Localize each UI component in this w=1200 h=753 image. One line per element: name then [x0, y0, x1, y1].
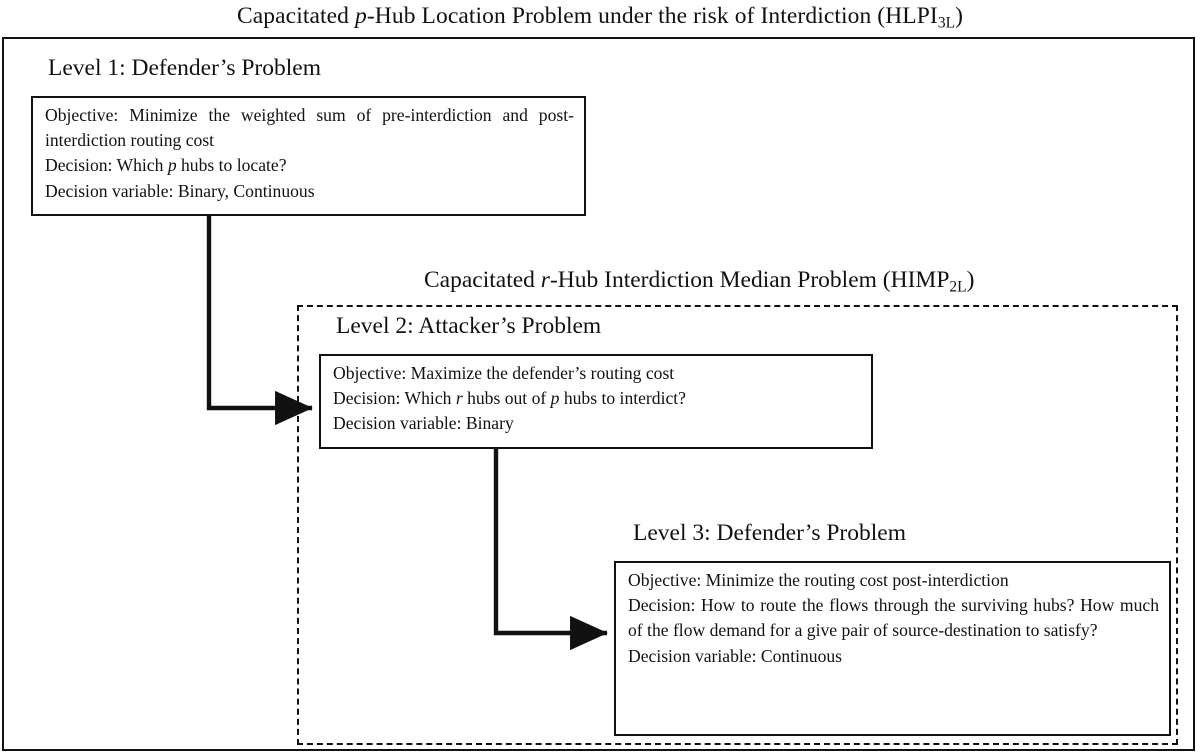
level-2-decision-symbol-p: p — [550, 388, 560, 409]
level-3-decision-variable: Decision variable: Continuous — [628, 645, 843, 666]
figure-title-symbol-p: p — [355, 3, 367, 29]
inner-dashed-frame-border — [297, 305, 1178, 745]
level-1-decision-pre: Decision: Which — [45, 155, 168, 176]
figure-title-tail: ) — [955, 3, 963, 29]
inner-frame-caption: Capacitated r-Hub Interdiction Median Pr… — [424, 265, 974, 302]
inner-caption-subscript: 2L — [949, 278, 967, 296]
level-2-decision-b: hubs out of — [462, 388, 551, 409]
level-2-heading: Level 2: Attacker’s Problem — [336, 313, 602, 339]
level-1-decision-symbol-p: p — [167, 155, 177, 176]
level-2-decision-a: Decision: Which — [333, 388, 456, 409]
inner-caption-before: Capacitated — [424, 267, 541, 293]
level-1-decision: Decision: Which p hubs to locate? — [45, 153, 574, 178]
level-2-decision-variable: Decision variable: Binary — [333, 413, 514, 434]
level-1-objective: Objective: Minimize the weighted sum of … — [45, 105, 574, 151]
level-2-decision: Decision: Which r hubs out of p hubs to … — [333, 386, 861, 411]
level-1-box: Objective: Minimize the weighted sum of … — [31, 96, 586, 216]
level-1-decision-variable: Decision variable: Binary, Continuous — [45, 180, 315, 201]
level-3-box: Objective: Minimize the routing cost pos… — [614, 561, 1171, 736]
outer-frame-border — [2, 37, 1195, 751]
inner-caption-after: -Hub Interdiction Median Problem (HIMP — [549, 267, 950, 293]
level-1-heading: Level 1: Defender’s Problem — [48, 55, 321, 81]
level-2-objective: Objective: Maximize the defender’s routi… — [333, 363, 675, 383]
figure-title: Capacitated p-Hub Location Problem under… — [0, 1, 1200, 38]
level-3-objective: Objective: Minimize the routing cost pos… — [628, 570, 1009, 590]
level-3-heading: Level 3: Defender’s Problem — [633, 520, 906, 546]
inner-caption-tail: ) — [966, 267, 975, 293]
level-2-decision-c: hubs to interdict? — [559, 388, 686, 409]
level-3-decision: Decision: How to route the flows through… — [628, 595, 1159, 641]
figure-title-before: Capacitated — [237, 3, 355, 29]
level-2-box: Objective: Maximize the defender’s routi… — [319, 354, 873, 449]
figure-title-after: -Hub Location Problem under the risk of … — [366, 3, 938, 29]
level-1-decision-post: hubs to locate? — [176, 155, 287, 176]
level-2-decision-symbol-r: r — [455, 388, 463, 409]
figure-title-subscript: 3L — [937, 14, 956, 32]
inner-caption-symbol-r: r — [540, 267, 550, 293]
